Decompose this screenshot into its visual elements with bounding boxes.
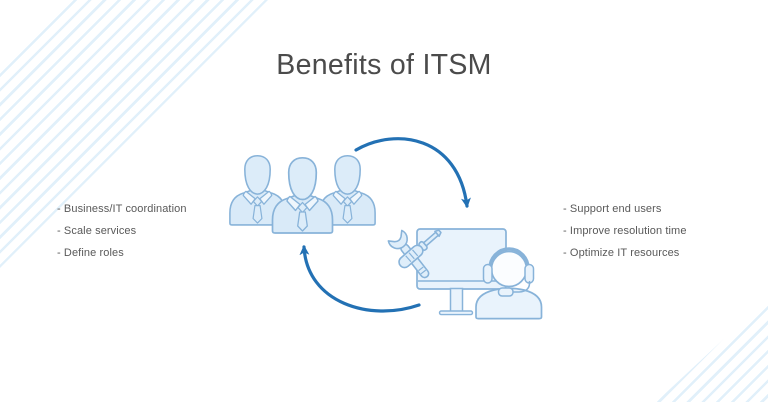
screwdriver-icon	[398, 229, 442, 269]
headset-icon	[482, 247, 535, 297]
page-title: Benefits of ITSM	[276, 49, 492, 82]
benefit-item: - Support end users	[563, 203, 662, 215]
cycle-arrow-counterclockwise-icon	[299, 245, 421, 313]
benefit-list-right: - Support end users - Improve resolution…	[563, 201, 687, 267]
benefit-item: - Define roles	[57, 247, 124, 259]
benefit-item: - Improve resolution time	[563, 225, 687, 237]
benefit-item: - Optimize IT resources	[563, 247, 680, 259]
cycle-arrow-clockwise-icon	[354, 137, 471, 208]
team-icon	[229, 154, 376, 234]
support-agent-icon	[475, 247, 543, 320]
benefit-item: - Business/IT coordination	[57, 203, 187, 215]
benefit-list-left: - Business/IT coordination - Scale servi…	[57, 201, 187, 267]
benefit-item: - Scale services	[57, 225, 137, 237]
